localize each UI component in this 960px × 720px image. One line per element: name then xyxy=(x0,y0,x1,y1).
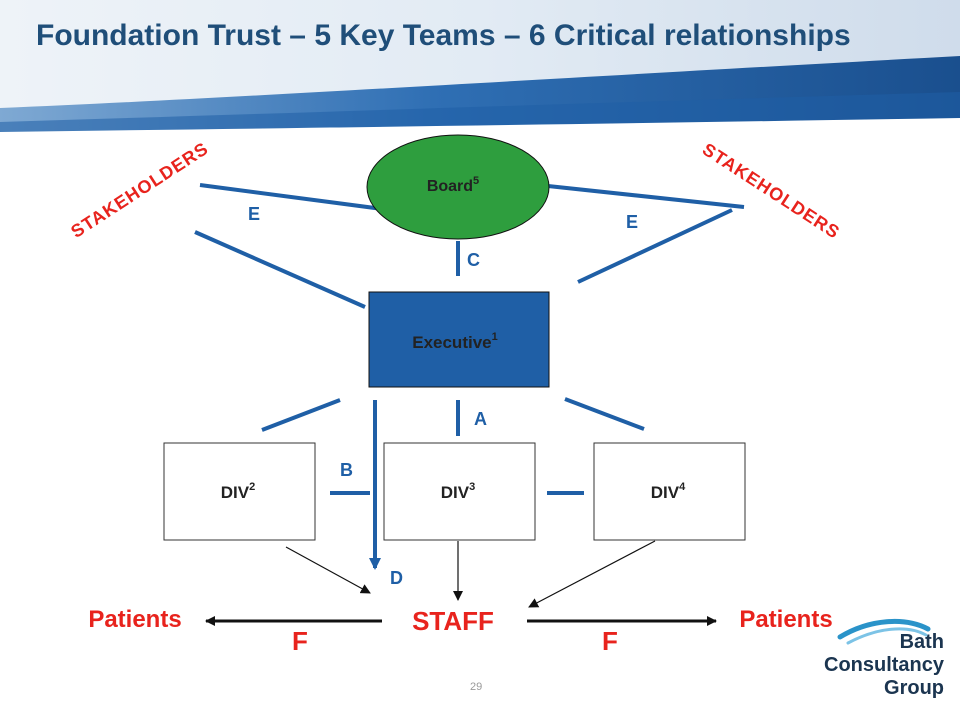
label-relationship-f-left: F xyxy=(292,626,308,656)
label-relationship-a: A xyxy=(474,409,487,429)
logo-line-2: Consultancy xyxy=(824,654,945,676)
line-executive-div4 xyxy=(564,397,645,431)
label-relationship-d: D xyxy=(390,568,403,588)
label-relationship-c: C xyxy=(467,250,480,270)
line-left-stakeholders-board xyxy=(199,183,391,212)
div3-node: DIV3 xyxy=(383,442,536,541)
board-node: Board5 xyxy=(366,134,550,240)
label-patients-left: Patients xyxy=(88,606,181,633)
svg-text:DIV3: DIV3 xyxy=(441,481,475,502)
header-banner xyxy=(0,0,960,140)
div2-label: DIV xyxy=(221,483,250,502)
div4-label: DIV xyxy=(651,483,680,502)
svg-text:DIV4: DIV4 xyxy=(651,481,686,502)
label-staff: STAFF xyxy=(412,606,494,636)
company-logo: Bath Consultancy Group xyxy=(800,615,950,715)
logo-wordmark: Bath Consultancy Group xyxy=(824,631,944,700)
label-patients-right: Patients xyxy=(739,606,832,633)
label-relationship-f-right: F xyxy=(602,626,618,656)
page-number: 29 xyxy=(470,681,483,693)
svg-text:Executive1: Executive1 xyxy=(412,331,498,352)
div3-label: DIV xyxy=(441,483,470,502)
line-executive-right-stakeholders xyxy=(577,208,733,284)
line-board-right-stakeholders xyxy=(547,184,745,209)
executive-label: Executive xyxy=(412,333,491,352)
line-executive-div2 xyxy=(261,398,341,432)
svg-text:Board5: Board5 xyxy=(427,175,479,195)
div2-node: DIV2 xyxy=(163,442,316,541)
arrow-div4-staff xyxy=(528,540,656,608)
line-left-stakeholders-executive xyxy=(194,230,366,309)
logo-swoosh-icon xyxy=(837,618,931,645)
logo-line-3: Group xyxy=(884,677,945,699)
arrow-div2-staff xyxy=(285,546,371,594)
div2-sup: 2 xyxy=(249,481,255,493)
executive-node: Executive1 xyxy=(368,291,550,388)
div3-sup: 3 xyxy=(469,481,475,493)
logo-line-1: Bath xyxy=(899,631,945,653)
label-stakeholders-right: STAKEHOLDERS xyxy=(699,139,844,243)
svg-text:DIV2: DIV2 xyxy=(221,481,255,502)
label-relationship-e-left: E xyxy=(248,204,260,224)
label-stakeholders-left: STAKEHOLDERS xyxy=(67,138,212,242)
executive-sup: 1 xyxy=(492,331,498,343)
board-label: Board xyxy=(427,178,473,195)
div4-sup: 4 xyxy=(679,481,686,493)
slide-title: Foundation Trust – 5 Key Teams – 6 Criti… xyxy=(36,19,851,52)
board-sup: 5 xyxy=(473,175,479,187)
div4-node: DIV4 xyxy=(593,442,746,541)
label-relationship-e-right: E xyxy=(626,212,638,232)
label-relationship-b: B xyxy=(340,460,353,480)
